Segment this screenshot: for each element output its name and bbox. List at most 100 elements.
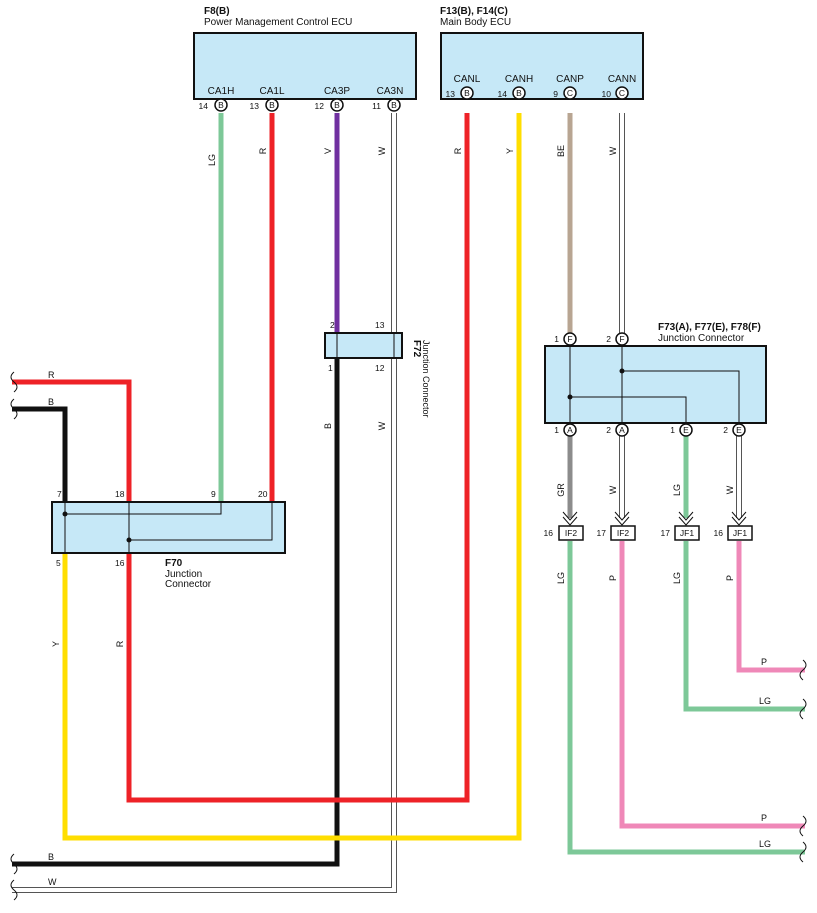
f73-bottom-num-1: 1	[554, 425, 559, 435]
f73-internal-link-3	[621, 346, 740, 423]
f8-pin-num-4: 11	[372, 101, 381, 111]
f13-pin-conn-4: C	[619, 88, 625, 98]
inline-num-3: 17	[661, 528, 671, 538]
f13-pin-num-2: 14	[498, 89, 508, 99]
f8-pin-conn-1: B	[218, 100, 224, 110]
f8-pin-label-2: CA1L	[259, 86, 284, 97]
f73-bottom-conn-3: E	[683, 425, 689, 435]
wire-lg-out2	[683, 541, 805, 712]
f73-bottom-circle-1: A	[563, 423, 577, 437]
f73-bottom-conn-4: E	[736, 425, 742, 435]
wire-label-lg-out1: LG	[556, 572, 566, 584]
f72-pin-top-1: 2	[330, 320, 335, 330]
f70-pin-top-2: 18	[115, 489, 125, 499]
f13-pin-num-4: 10	[602, 89, 612, 99]
break-mark-left-3	[10, 853, 18, 875]
wire-label-b-mid: B	[323, 423, 333, 429]
f73-bottom-circle-3: E	[679, 423, 693, 437]
f73-top-num-1: 1	[554, 334, 559, 344]
inline-code-1: IF2	[565, 528, 578, 538]
f73-internal-link-1	[569, 346, 687, 423]
f70-pin-top-3: 9	[211, 489, 216, 499]
f72-junction-connector: 2 13 1 12 F72 Junction Connector	[324, 320, 431, 418]
wire-r-canl	[126, 113, 470, 803]
wire-label-p-right2: P	[761, 813, 767, 823]
wire-label-lg-right1: LG	[759, 696, 771, 706]
wire-r-stub	[12, 379, 132, 502]
f70-pin-bottom-1: 5	[56, 558, 61, 568]
f73-bottom-num-3: 1	[670, 425, 675, 435]
f72-box	[324, 332, 403, 359]
f72-pin-bottom-1: 1	[328, 363, 333, 373]
f73-bottom-conn-2: A	[619, 425, 625, 435]
f13-pin-label-1: CANL	[454, 74, 481, 85]
wire-label-lg-out2: LG	[672, 572, 682, 584]
f70-id: F70	[165, 558, 183, 569]
inline-connector-if2-17: IF2 17	[597, 511, 636, 541]
f70-name-line2: Connector	[165, 579, 212, 590]
f8-name: Power Management Control ECU	[204, 17, 352, 28]
f70-junction-connector: 7 18 9 20 5 16 F70 Junction Connector	[51, 489, 286, 590]
wire-label-r-stub: R	[48, 370, 55, 380]
f73-top-circle-2: F	[615, 332, 629, 346]
f8-pin-label-1: CA1H	[208, 86, 235, 97]
f13-pin-conn-2: B	[516, 88, 522, 98]
inline-connector-if2-16: IF2 16	[544, 511, 584, 541]
f72-name: Junction Connector	[421, 340, 431, 418]
f8-pin-num-3: 12	[315, 101, 325, 111]
f8-pin-label-3: CA3P	[324, 86, 350, 97]
wire-label-p-out2: P	[725, 575, 735, 581]
wire-label-y-left: Y	[51, 641, 61, 647]
break-mark-left-2	[10, 398, 18, 420]
f70-internal-link-2	[65, 502, 222, 515]
wire-label-lg-e1: LG	[672, 484, 682, 496]
f13-box	[440, 32, 644, 100]
wire-color-labels: LG R V W R Y BE W B W Y R R B B W GR W L…	[48, 145, 771, 887]
f73-splice-dot-2	[619, 368, 625, 374]
f13-main-body-ecu: F13(B), F14(C) Main Body ECU CANL CANH C…	[440, 6, 644, 100]
wire-label-w-bottom: W	[48, 877, 57, 887]
f8-pin-circle-4: B	[387, 98, 401, 112]
f8-pin-circle-2: B	[265, 98, 279, 112]
wire-label-v-top: V	[323, 148, 333, 154]
f13-pin-label-3: CANP	[556, 74, 584, 85]
f73-top-conn-2: F	[619, 334, 624, 344]
f8-id: F8(B)	[204, 6, 230, 17]
f8-pin-label-4: CA3N	[377, 86, 404, 97]
wire-y-canh	[62, 113, 522, 841]
f70-internal-link-4	[129, 502, 273, 541]
f13-pin-circle-2: B	[512, 86, 526, 100]
wire-label-w-e2: W	[725, 485, 735, 494]
wire-p-out1	[619, 541, 805, 829]
f70-splice-dot-2	[126, 537, 132, 543]
f8-pin-circle-3: B	[330, 98, 344, 112]
f73-top-conn-1: F	[567, 334, 572, 344]
f8-pin-circle-1: B	[214, 98, 228, 112]
f8-pin-conn-3: B	[334, 100, 340, 110]
break-marks	[10, 371, 807, 901]
wire-w-f72	[12, 358, 396, 892]
break-mark-left-4	[10, 879, 18, 901]
f73-bottom-circle-2: A	[615, 423, 629, 437]
f70-pin-top-1: 7	[57, 489, 62, 499]
f73-top-circle-1: F	[563, 332, 577, 346]
wire-label-w-top: W	[377, 146, 387, 155]
break-mark-right-3	[799, 815, 807, 837]
wire-label-b-bottom: B	[48, 852, 54, 862]
f8-box	[193, 32, 417, 100]
f73-bottom-circle-4: E	[732, 423, 746, 437]
wire-label-lg-right2: LG	[759, 839, 771, 849]
wire-label-b-stub: B	[48, 397, 54, 407]
f70-name-line1: Junction	[165, 569, 202, 580]
f73-junction-connector: F73(A), F77(E), F78(F) Junction Connecto…	[544, 322, 767, 437]
break-mark-right-4	[799, 841, 807, 863]
wire-label-be-canp: BE	[556, 145, 566, 157]
wire-label-w-cann: W	[608, 146, 618, 155]
inline-connector-jf1-16: JF1 16	[714, 511, 753, 541]
f72-id: F72	[411, 340, 422, 358]
wire-label-y-canh: Y	[505, 148, 515, 154]
inline-code-4: JF1	[733, 528, 747, 538]
inline-code-3: JF1	[680, 528, 694, 538]
inline-code-2: IF2	[617, 528, 630, 538]
inline-connectors: IF2 16 IF2 17 JF1 17 JF1 16	[544, 511, 753, 541]
